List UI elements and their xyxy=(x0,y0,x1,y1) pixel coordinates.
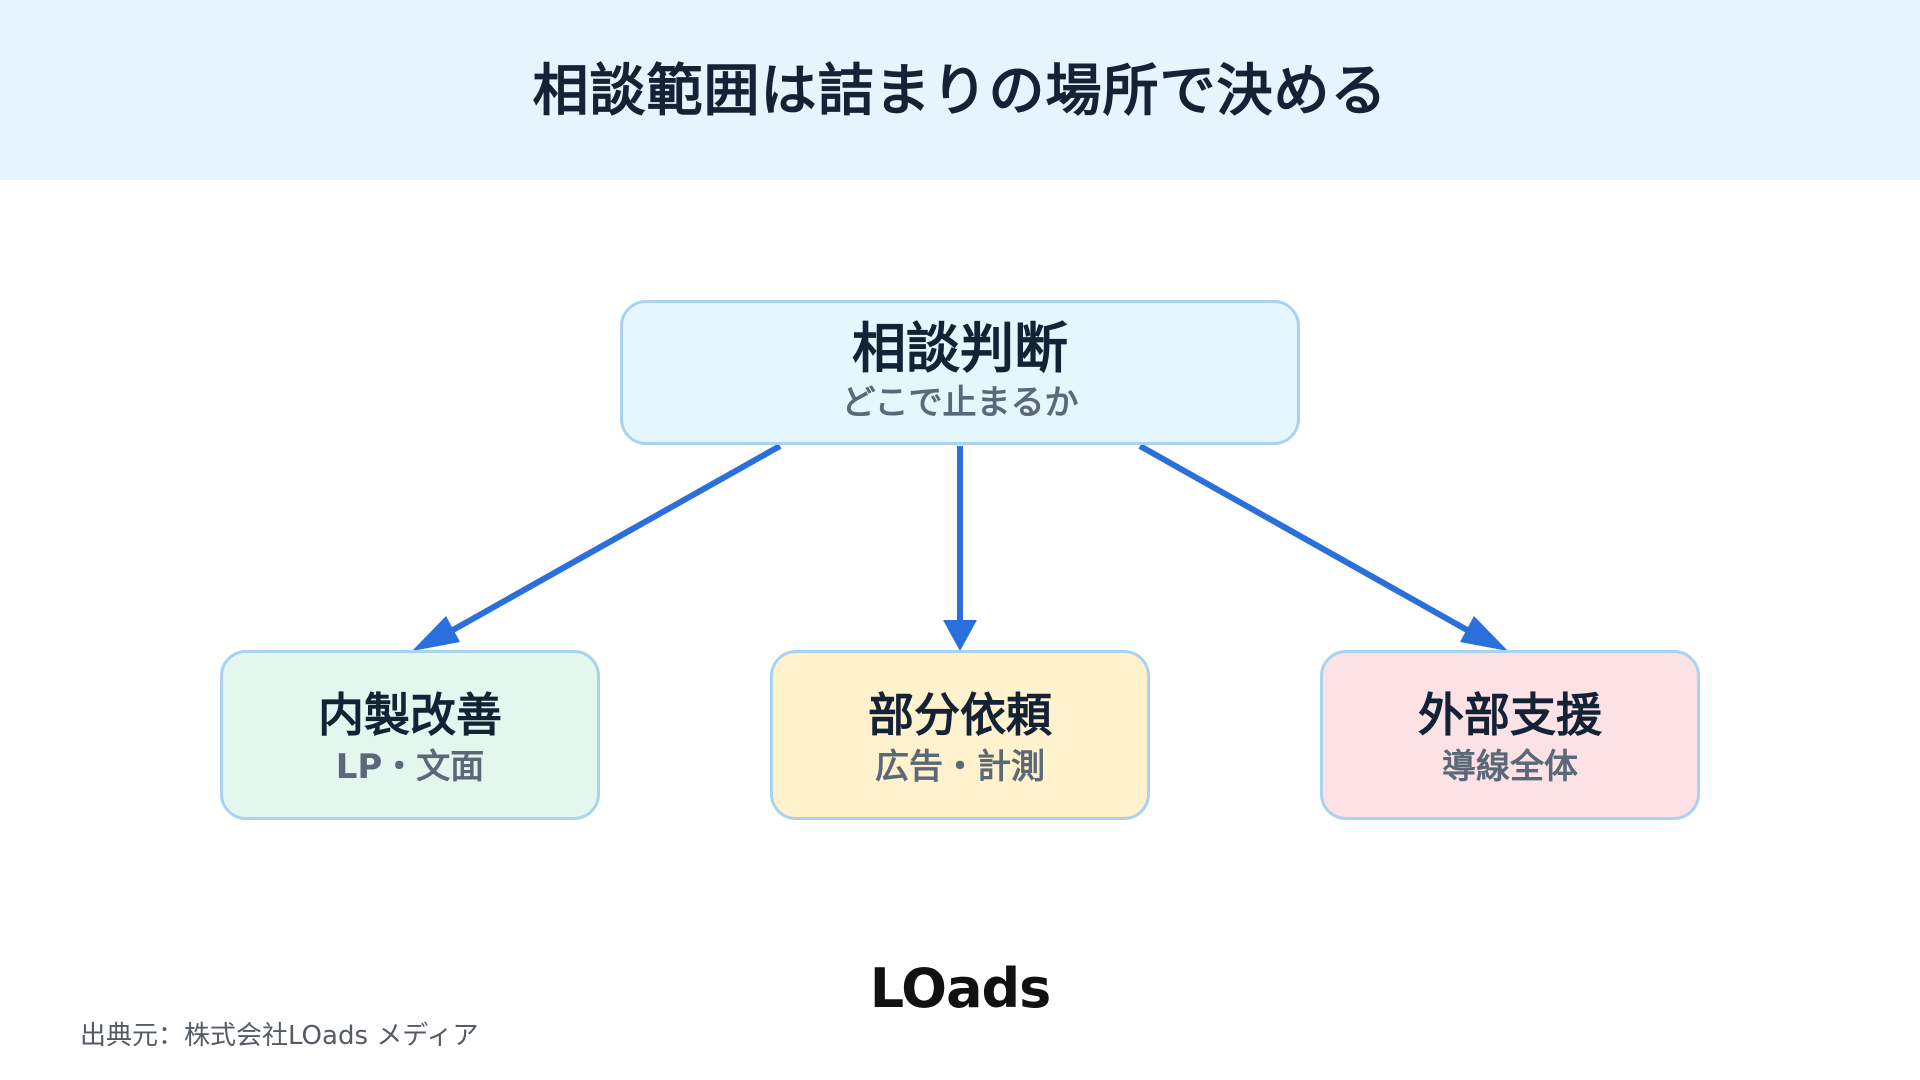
node-partial-label: 部分依頼 xyxy=(868,688,1052,742)
node-consultation-decision: 相談判断 どこで止まるか xyxy=(620,300,1300,445)
arrowhead-partial xyxy=(943,620,977,651)
arrow-to-inhouse xyxy=(426,443,782,647)
node-inhouse-label: 内製改善 xyxy=(318,688,502,742)
node-partial-sublabel: 広告・計測 xyxy=(875,747,1045,787)
header-banner: 相談範囲は詰まりの場所で決める xyxy=(0,0,1920,180)
node-external-support: 外部支援 導線全体 xyxy=(1320,650,1700,820)
page-title: 相談範囲は詰まりの場所で決める xyxy=(532,59,1388,124)
node-external-label: 外部支援 xyxy=(1418,688,1602,742)
loads-logo: LOads xyxy=(869,957,1052,1020)
node-root-label: 相談判断 xyxy=(852,317,1068,380)
source-credit: 出典元：株式会社LOads メディア xyxy=(80,1021,479,1051)
arrowhead-inhouse xyxy=(412,616,460,651)
node-partial-request: 部分依頼 広告・計測 xyxy=(770,650,1150,820)
arrowhead-external xyxy=(1460,616,1508,651)
arrow-to-external xyxy=(1138,443,1494,647)
node-external-sublabel: 導線全体 xyxy=(1442,747,1578,787)
node-inhouse-sublabel: LP・文面 xyxy=(335,747,485,787)
node-inhouse-improvement: 内製改善 LP・文面 xyxy=(220,650,600,820)
node-root-sublabel: どこで止まるか xyxy=(841,383,1079,423)
